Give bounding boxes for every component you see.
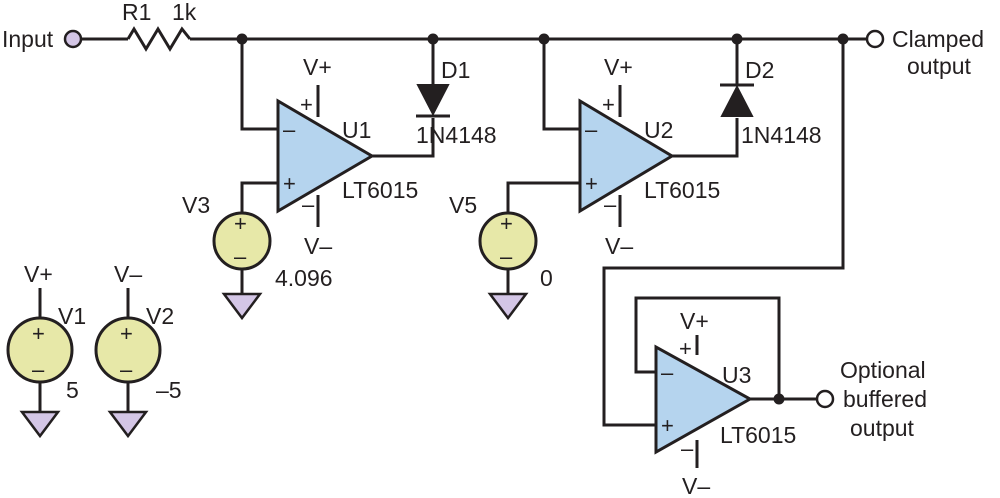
v2-rail-label: V–	[114, 261, 142, 287]
u3-part-label: LT6015	[720, 422, 796, 448]
opamp-u2	[578, 98, 675, 214]
source-v3: + –	[212, 211, 272, 271]
buffered-output-label-line1: Optional	[840, 357, 926, 383]
buffered-output-terminal[interactable]	[815, 389, 835, 409]
clamped-output-label-line2: output	[907, 53, 972, 79]
r1-name-label: R1	[122, 0, 151, 25]
u1-name-label: U1	[342, 117, 371, 143]
v2-value-label: –5	[156, 377, 182, 403]
diode-d1-symbol	[416, 84, 450, 118]
resistor-r1-zigzag	[126, 26, 192, 52]
r1-value-label: 1k	[172, 0, 197, 25]
source-v1: + –	[6, 316, 74, 384]
d2-name-label: D2	[745, 57, 774, 83]
u3-noninverting-symbol: +	[661, 413, 674, 438]
svg-text:–: –	[32, 357, 45, 382]
u3-vminus-symbol: –	[681, 436, 694, 461]
d1-name-label: D1	[441, 57, 470, 83]
d1-part-label: 1N4148	[416, 122, 497, 148]
ground-v1-icon	[19, 410, 61, 439]
u3-vneg-label: V–	[682, 473, 710, 498]
u2-inverting-symbol: –	[585, 117, 598, 142]
u3-vplus-symbol: +	[679, 336, 692, 361]
u3-inverting-symbol: –	[661, 360, 674, 385]
u2-vneg-label: V–	[605, 233, 633, 259]
u2-vplus-symbol: +	[602, 92, 615, 117]
svg-text:+: +	[500, 211, 513, 236]
ground-v5-icon	[487, 292, 529, 321]
v3-value-label: 4.096	[275, 265, 333, 291]
svg-text:+: +	[234, 211, 247, 236]
opamp-u1	[276, 98, 375, 214]
source-v5: + –	[478, 211, 538, 271]
ground-v3-icon	[221, 292, 263, 321]
buffered-output-label-line3: output	[850, 415, 915, 441]
u2-vpos-label: V+	[604, 54, 633, 80]
u2-part-label: LT6015	[644, 177, 720, 203]
opamp-u3	[654, 344, 754, 455]
u1-inverting-symbol: –	[283, 117, 296, 142]
junction-dots	[236, 33, 849, 405]
buffered-output-label-line2: buffered	[843, 386, 927, 412]
d2-part-label: 1N4148	[741, 122, 822, 148]
v5-value-label: 0	[540, 265, 553, 291]
input-label: Input	[2, 26, 54, 52]
u2-vminus-symbol: –	[604, 192, 617, 217]
u1-vminus-symbol: –	[302, 192, 315, 217]
svg-text:–: –	[120, 357, 133, 382]
source-v2: + –	[94, 316, 162, 384]
v1-value-label: 5	[66, 377, 79, 403]
u1-vplus-symbol: +	[300, 92, 313, 117]
u1-part-label: LT6015	[342, 177, 418, 203]
svg-text:+: +	[120, 321, 133, 346]
v1-rail-label: V+	[24, 261, 53, 287]
diode-d2-symbol	[720, 83, 754, 117]
svg-text:+: +	[32, 321, 45, 346]
wires	[38, 37, 866, 468]
u1-noninverting-symbol: +	[283, 171, 296, 196]
u3-vpos-label: V+	[680, 308, 709, 334]
u1-vneg-label: V–	[304, 233, 332, 259]
input-terminal[interactable]	[63, 29, 83, 49]
u1-vpos-label: V+	[303, 54, 332, 80]
svg-text:–: –	[500, 244, 513, 269]
u3-name-label: U3	[722, 362, 751, 388]
v2-name-label: V2	[146, 303, 174, 329]
svg-text:–: –	[234, 244, 247, 269]
v3-name-label: V3	[182, 192, 210, 218]
u2-name-label: U2	[644, 117, 673, 143]
clamped-output-label-line1: Clamped	[892, 26, 984, 52]
ground-v2-icon	[107, 410, 149, 439]
clamped-output-terminal[interactable]	[865, 29, 885, 49]
v1-name-label: V1	[58, 303, 86, 329]
v5-name-label: V5	[449, 192, 477, 218]
u2-noninverting-symbol: +	[585, 171, 598, 196]
